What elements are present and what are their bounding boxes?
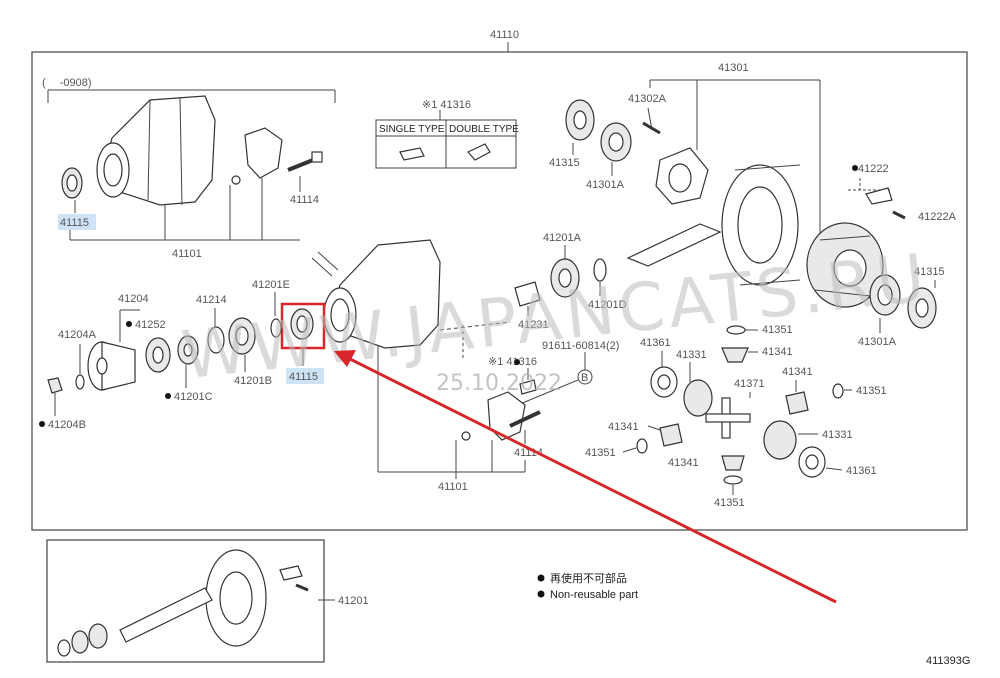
label-41351-a[interactable]: 41351 (762, 324, 793, 336)
label-41341-d[interactable]: 41341 (668, 457, 699, 469)
label-41201A[interactable]: 41201A (543, 232, 582, 244)
label-41315-top[interactable]: 41315 (549, 157, 580, 169)
sleeve-41231 (514, 281, 541, 307)
label-41301A-top[interactable]: 41301A (586, 179, 625, 191)
legend-jp: 再使用不可部品 (550, 571, 627, 585)
oil-seal-left (61, 167, 83, 199)
drive-flange (655, 147, 709, 205)
label-41316-mid[interactable]: ※1 41316 (488, 356, 537, 368)
inset-frame-41201 (46, 539, 325, 663)
ref-b-label[interactable]: B (581, 372, 588, 384)
pinion-gear-a (721, 347, 749, 363)
label-41204B[interactable]: 41204B (48, 419, 86, 431)
label-41214[interactable]: 41214 (196, 294, 227, 306)
diagram-code: 411393G (926, 655, 970, 667)
oil-seal-highlighted (290, 308, 314, 340)
label-41301A-right[interactable]: 41301A (858, 336, 897, 348)
label-date-range: ( -0908) (42, 77, 92, 89)
double-type-label: DOUBLE TYPE (449, 124, 519, 135)
label-41316-top[interactable]: ※1 41316 (422, 99, 471, 111)
differential-carrier-lower (323, 239, 441, 349)
label-41204A[interactable]: 41204A (58, 329, 97, 341)
single-type-label: SINGLE TYPE (379, 124, 445, 135)
label-41101-upper[interactable]: 41101 (172, 248, 202, 260)
side-gear-b (763, 420, 797, 460)
label-41114-upper[interactable]: 41114 (290, 194, 319, 206)
label-41341-c[interactable]: 41341 (608, 421, 639, 433)
label-41341-a[interactable]: 41341 (762, 346, 793, 358)
main-frame (31, 51, 968, 531)
label-41301[interactable]: 41301 (718, 62, 749, 74)
label-41351-b[interactable]: 41351 (856, 385, 887, 397)
thrust-washer-b (832, 383, 844, 399)
differential-case (806, 222, 884, 308)
pinion-gear-c (659, 423, 683, 447)
ring-gear-assembly-41201 (57, 549, 309, 657)
bearing-cap-lower (487, 391, 526, 441)
nut-41204B (47, 377, 63, 394)
label-41341-b[interactable]: 41341 (782, 366, 813, 378)
label-41201C[interactable]: 41201C (174, 391, 213, 403)
label-bolt-spec[interactable]: 91611-60814(2) (542, 340, 619, 352)
label-41361-b[interactable]: 41361 (846, 465, 877, 477)
label-41114-lower[interactable]: 41114 (514, 447, 543, 459)
label-41222A[interactable]: 41222A (918, 211, 957, 223)
label-41351-d[interactable]: 41351 (714, 497, 745, 509)
bolt-upper (287, 151, 323, 172)
label-41252[interactable]: 41252 (135, 319, 166, 331)
label-41110[interactable]: 41110 (490, 29, 519, 41)
thrust-washer-c (636, 438, 648, 454)
label-41115-highlight[interactable]: 41115 (289, 371, 318, 383)
red-pointer-arrow (334, 350, 837, 604)
pinion-gear-d (721, 455, 745, 471)
bearing-cap-upper (244, 127, 283, 179)
label-41302A[interactable]: 41302A (628, 93, 667, 105)
ring-gear-pinion (626, 164, 801, 286)
pinion-gear-b (785, 391, 809, 415)
label-41101-lower[interactable]: 41101 (438, 481, 468, 493)
watermark-date: 25.10.2022 (436, 371, 562, 396)
label-41204[interactable]: 41204 (118, 293, 149, 305)
differential-carrier-upper (96, 95, 216, 206)
label-41201B[interactable]: 41201B (234, 375, 272, 387)
pinion-shaft-41371 (705, 397, 751, 439)
label-41331-a[interactable]: 41331 (676, 349, 707, 361)
side-gear-a (683, 379, 713, 417)
companion-flange (87, 341, 136, 391)
spacer-41201D (593, 258, 607, 282)
label-41361-a[interactable]: 41361 (640, 337, 671, 349)
label-41222[interactable]: 41222 (858, 163, 889, 175)
label-41201E[interactable]: 41201E (252, 279, 290, 291)
label-41331-b[interactable]: 41331 (822, 429, 853, 441)
label-41351-c[interactable]: 41351 (585, 447, 616, 459)
legend-en: Non-reusable part (550, 589, 638, 601)
label-41315-right[interactable]: 41315 (914, 266, 945, 278)
label-41231[interactable]: 41231 (518, 319, 549, 331)
label-41201D[interactable]: 41201D (588, 299, 627, 311)
label-41115-left[interactable]: 41115 (60, 217, 89, 229)
label-41201-inset[interactable]: 41201 (338, 595, 369, 607)
thrust-washer-d (723, 475, 743, 485)
label-41371[interactable]: 41371 (734, 378, 765, 390)
